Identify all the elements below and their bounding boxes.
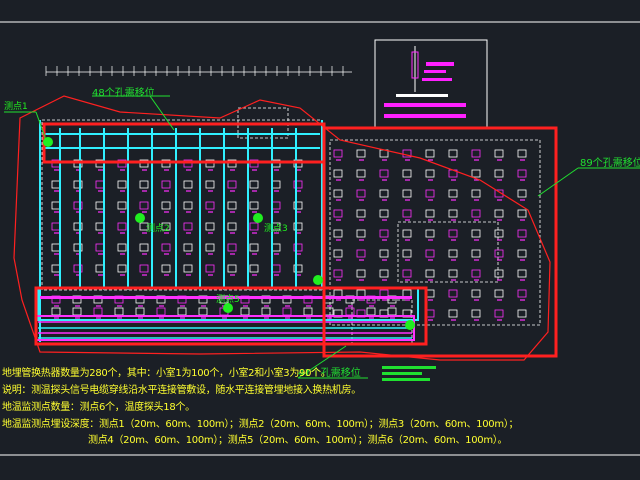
point-2-marker: [135, 213, 145, 223]
borehole-grid: [51, 149, 527, 321]
pipe-network: [39, 120, 323, 342]
legend-strokes: [382, 366, 436, 381]
point-3-marker: [253, 213, 263, 223]
site-boundary-curve: [13, 95, 551, 361]
note-line-2: 说明：测温探头信号电缆穿线沿水平连接管敷设，随水平连接管埋地接入换热机房。: [2, 385, 361, 396]
label-point-3: 测点3: [264, 224, 288, 234]
detail-inset-box: [374, 39, 488, 129]
note-line-4: 地温监测点埋设深度：测点1（20m、60m、100m）；测点2（20m、60m、…: [2, 419, 519, 430]
callout-zone-a: 48个孔需移位: [92, 88, 155, 99]
label-point-5: 测点5: [216, 295, 240, 305]
top-dimension-ruler: [45, 66, 352, 76]
note-line-1: 地埋管换热器数量为280个，其中：小室1为100个，小室2和小室3为90个。: [2, 368, 331, 379]
point-4-marker: [313, 275, 323, 285]
note-line-3: 地温监测点数量：测点6个，温度探头18个。: [2, 402, 195, 413]
callout-zone-c: 41个孔需移位: [298, 368, 361, 379]
point-6-marker: [405, 320, 415, 330]
label-point-2: 测点2: [146, 224, 170, 234]
note-line-5: 测点4（20m、60m、100m）；测点5（20m、60m、100m）；测点6（…: [88, 435, 508, 446]
monitoring-points: [43, 137, 415, 330]
label-point-1: 测点1: [4, 102, 28, 112]
point-1-marker: [43, 137, 53, 147]
leader-lines: [4, 95, 640, 379]
callout-zone-b: 89个孔需移位: [580, 158, 640, 169]
point-5-marker: [223, 303, 233, 313]
